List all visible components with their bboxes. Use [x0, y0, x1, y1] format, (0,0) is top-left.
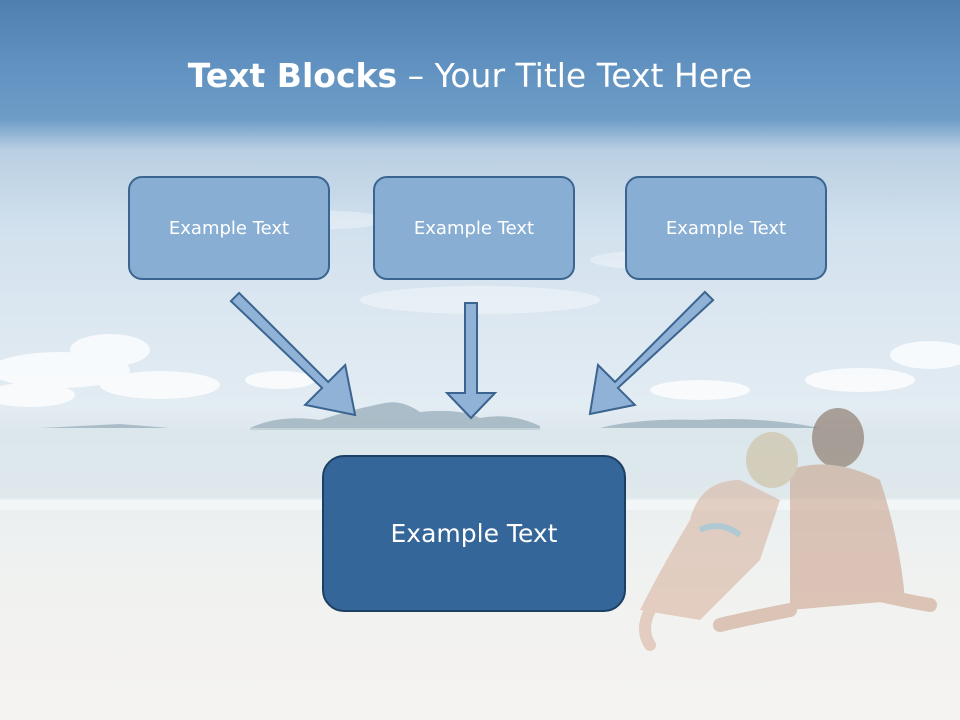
main-text-block-label: Example Text: [390, 519, 558, 548]
text-block-2-label: Example Text: [413, 217, 535, 239]
text-block-1-label: Example Text: [168, 217, 290, 239]
text-block-3-label: Example Text: [665, 217, 787, 239]
title-bold-part: Text Blocks: [187, 56, 398, 95]
arrow-right-diagonal: [588, 290, 715, 416]
text-block-1: Example Text: [128, 176, 330, 280]
text-block-2: Example Text: [373, 176, 575, 280]
arrow-left-diagonal: [229, 291, 357, 417]
islands: [40, 402, 820, 430]
arrow-center-down: [444, 302, 498, 420]
title-rest: Your Title Text Here: [434, 56, 753, 95]
title-dash: –: [397, 56, 435, 95]
slide-title: Text Blocks – Your Title Text Here: [0, 52, 940, 100]
text-block-3: Example Text: [625, 176, 827, 280]
couple-figure: [639, 408, 937, 651]
main-text-block: Example Text: [322, 455, 626, 612]
